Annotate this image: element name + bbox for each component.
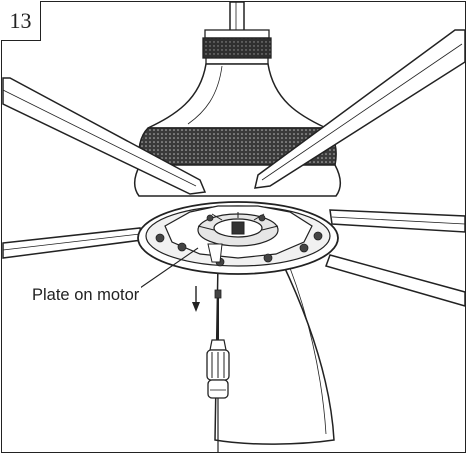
callout-label: Plate on motor [30, 286, 142, 305]
downrod [229, 1, 245, 33]
motor-plate [137, 201, 339, 275]
callout-leader [139, 247, 199, 289]
step-number: 13 [1, 1, 41, 41]
screwdriver-icon [206, 298, 230, 452]
down-arrow-icon [192, 286, 200, 312]
